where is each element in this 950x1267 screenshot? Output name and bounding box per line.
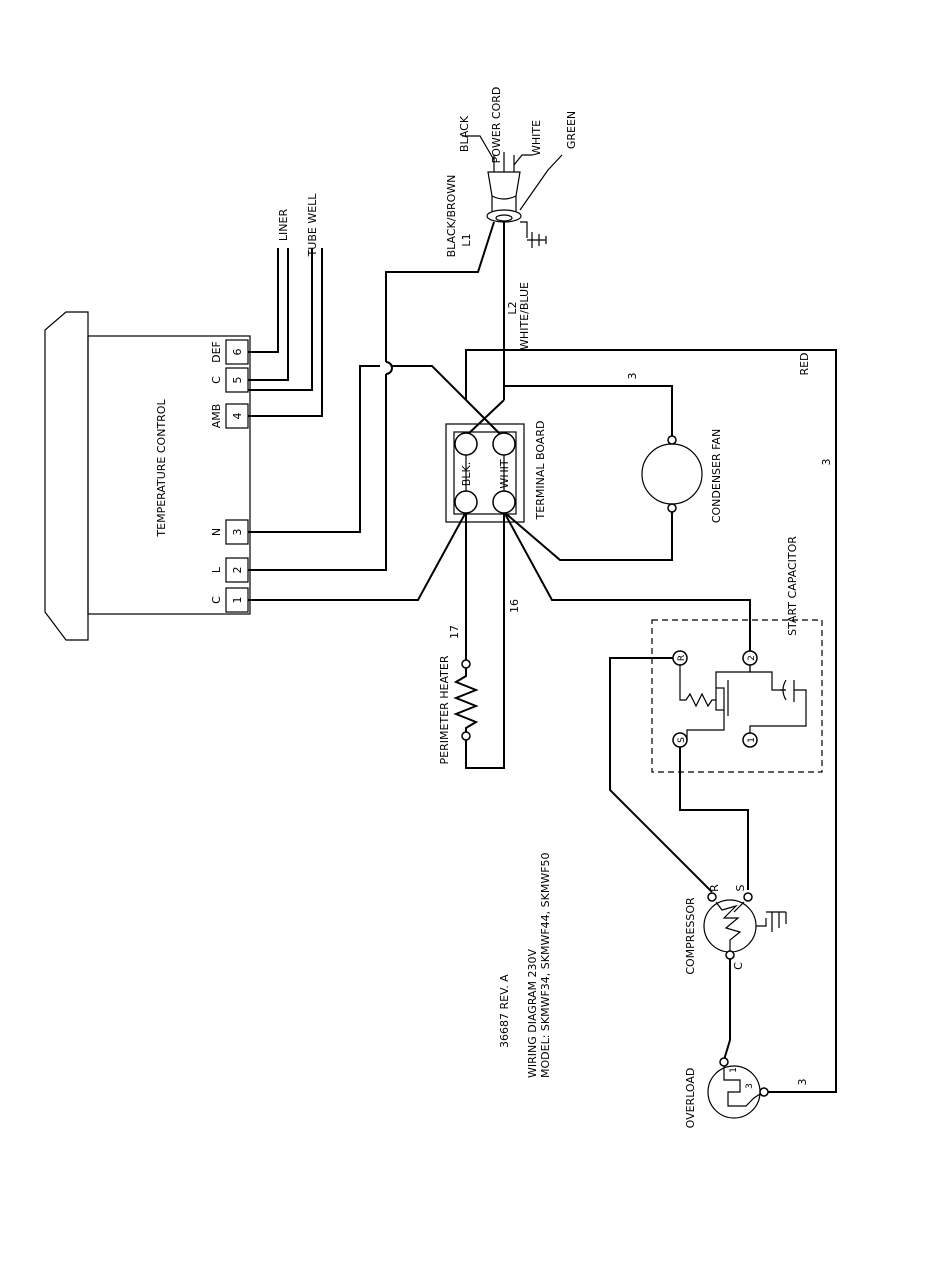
compressor-label: COMPRESSOR [684,897,697,975]
terminal-board-label: TERMINAL BOARD [534,421,547,521]
overload: 1 3 OVERLOAD [684,1057,769,1129]
black-brown-label: BLACK/BROWN [445,175,458,258]
white-label: WHITE [530,120,543,156]
overload-label: OVERLOAD [684,1068,697,1129]
overload-1-label: 1 [729,1067,739,1073]
wires [248,221,837,1093]
black-label: BLACK [458,115,471,152]
comp-r-label: R [708,884,721,892]
wire-3-bottom-label: 3 [796,1079,809,1086]
liner-label: LINER [277,209,290,242]
wire-16-label: 16 [508,599,521,613]
relay-1-label: 1 [747,737,757,743]
red-label: RED [798,352,811,375]
doc-models: MODEL: SKMWF34, SKMWF44, SKMWF50 [539,852,552,1078]
document-info: 36687 REV. A WIRING DIAGRAM 230V MODEL: … [498,852,552,1078]
wire-3-top-label: 3 [626,373,639,380]
tc-terminal-amb-label: AMB [210,404,223,429]
relay-r-label: R [677,655,687,661]
sensor-leads: LINER TUBE WELL [248,193,323,417]
terminal-board: BLK. WHIT TERMINAL BOARD [445,421,547,523]
tc-terminal-def-label: DEF [210,341,223,363]
perimeter-heater: PERIMETER HEATER [438,655,479,764]
l2-label: L2 [506,301,519,314]
temperature-control: TEMPERATURE CONTROL 6 5 4 3 2 1 DEF C AM… [44,311,251,641]
white-blue-label: WHITE/BLUE [518,282,531,350]
relay-compressor-wires [609,657,749,893]
start-capacitor-label: START CAPACITOR [786,536,799,636]
tc-terminal-2-number: 2 [231,567,244,574]
green-label: GREEN [565,111,578,149]
tc-terminal-c1-label: C [210,596,223,604]
doc-number: 36687 REV. A [498,974,511,1048]
doc-title: WIRING DIAGRAM 230V [526,948,539,1078]
power-cord-label: POWER CORD [490,87,503,164]
overload-3-label: 3 [745,1083,755,1089]
wire-17-label: 17 [448,625,461,639]
tc-terminal-1-number: 1 [231,597,244,604]
condenser-fan: CONDENSER FAN [641,429,723,523]
tc-terminal-l-label: L [210,566,223,573]
l1-label: L1 [460,233,473,246]
terminal-blk-label: BLK. [460,462,473,486]
compressor: R S C COMPRESSOR [684,884,787,975]
condenser-fan-label: CONDENSER FAN [710,429,723,523]
tc-terminal-6-number: 6 [231,349,244,356]
tc-terminal-3-number: 3 [231,529,244,536]
start-capacitor: START CAPACITOR R 2 S 1 [651,536,823,773]
tube-well-label: TUBE WELL [306,193,319,258]
temperature-control-label: TEMPERATURE CONTROL [155,399,168,538]
tc-terminal-4-number: 4 [231,413,244,420]
comp-s-label: S [734,884,747,891]
relay-s-label: S [677,737,687,743]
comp-c-label: C [732,962,745,970]
perimeter-heater-label: PERIMETER HEATER [438,655,451,764]
wire-3-right-label: 3 [820,459,833,466]
terminal-whit-label: WHIT [498,459,511,488]
tc-terminal-5-number: 5 [231,377,244,384]
tc-terminal-n-label: N [210,528,223,536]
power-cord: BLACK POWER CORD WHITE GREEN BLACK/BROWN… [445,87,578,350]
tc-terminal-c2-label: C [210,376,223,384]
relay-2-label: 2 [747,655,757,661]
